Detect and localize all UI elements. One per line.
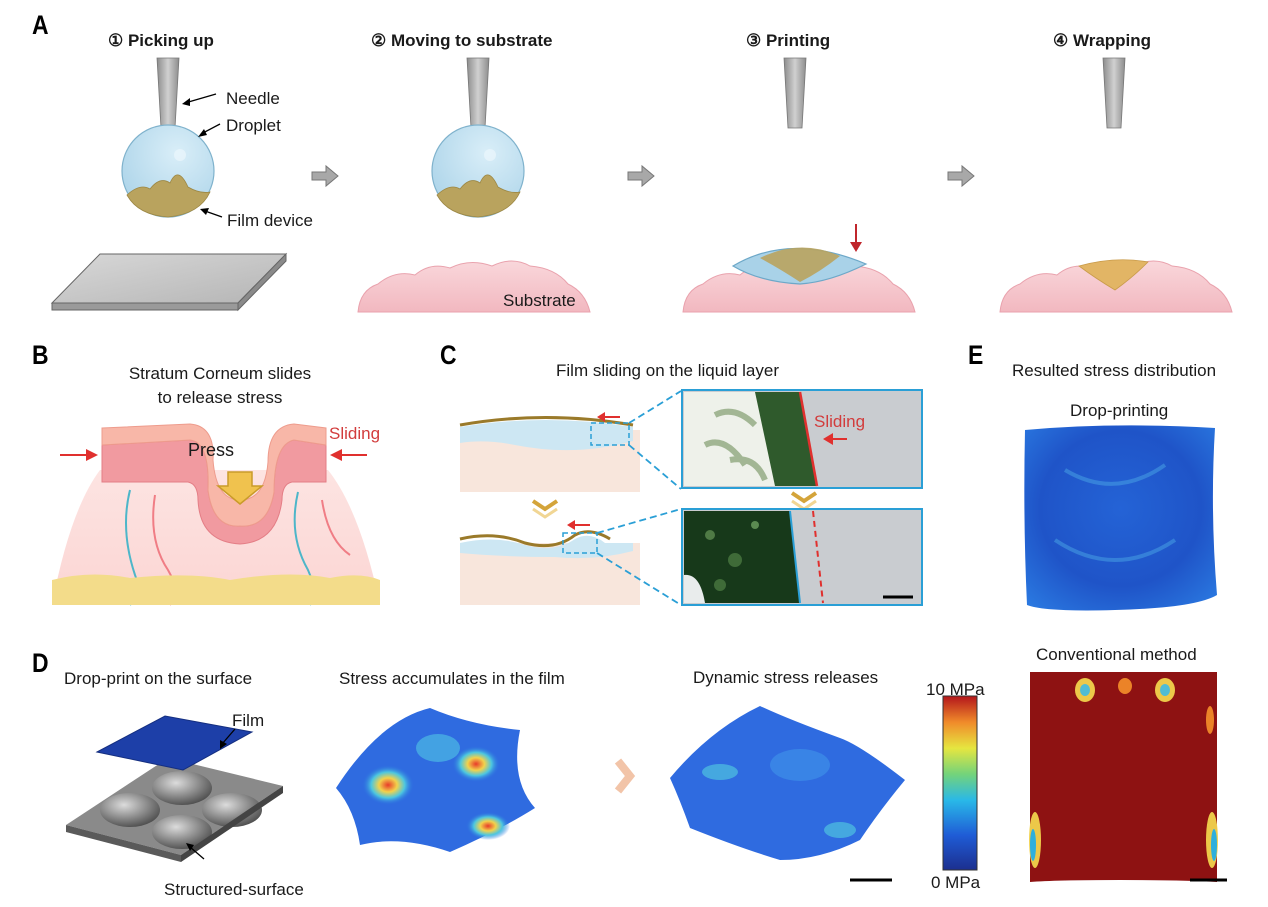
drop-printing-map [1024, 425, 1217, 611]
panel-e-title: Resulted stress distribution [1012, 361, 1217, 380]
step-picking-up: ① Picking up [108, 31, 214, 50]
substrate-label: Substrate [503, 291, 576, 310]
panel-e-sub-1: Drop-printing [1070, 401, 1169, 420]
step-moving: ② Moving to substrate [371, 31, 553, 50]
sliding-label-c: Sliding [814, 412, 866, 431]
panel-a-illustration [50, 57, 1233, 313]
step-printing: ③ Printing [746, 31, 831, 50]
panel-d-illustration [66, 695, 978, 882]
colorbar [942, 695, 978, 871]
stress-map-accumulated [336, 708, 535, 852]
structured-surface [66, 758, 283, 862]
structured-surface-label: Structured-surface [164, 880, 304, 899]
colorbar-min: 0 MPa [931, 873, 981, 892]
panel-e-maps [1024, 425, 1227, 882]
panel-b-illustration [52, 423, 380, 606]
panel-d-sub-1: Drop-print on the surface [64, 669, 253, 688]
panel-b-title-1: Stratum Corneum slides [128, 364, 312, 383]
press-label: Press [188, 440, 235, 460]
conventional-map [1030, 672, 1217, 882]
stress-map-released [670, 706, 905, 860]
droplet-label: Droplet [226, 116, 281, 135]
film-sheet [95, 715, 254, 771]
panel-c-illustration [459, 389, 923, 606]
colorbar-max: 10 MPa [926, 680, 985, 699]
panel-a-label: A [32, 10, 49, 40]
panel-b-title-2: to release stress [157, 388, 283, 407]
needle-1 [156, 57, 180, 129]
glass-plate [50, 252, 288, 312]
panel-d-sub-3: Dynamic stress releases [693, 668, 879, 687]
droplet-1 [121, 124, 215, 218]
panel-e-sub-2: Conventional method [1036, 645, 1197, 664]
film-label: Film [232, 711, 265, 730]
needle-label: Needle [226, 89, 280, 108]
panel-c-label: C [440, 340, 457, 370]
step-wrapping: ④ Wrapping [1053, 31, 1152, 50]
sliding-label-b: Sliding [329, 424, 381, 443]
panel-d-sub-2: Stress accumulates in the film [339, 669, 565, 688]
panel-b-label: B [32, 340, 49, 370]
panel-c-title: Film sliding on the liquid layer [556, 361, 779, 380]
panel-e-label: E [968, 340, 984, 370]
panel-d-label: D [32, 648, 49, 678]
film-device-label: Film device [227, 211, 313, 230]
